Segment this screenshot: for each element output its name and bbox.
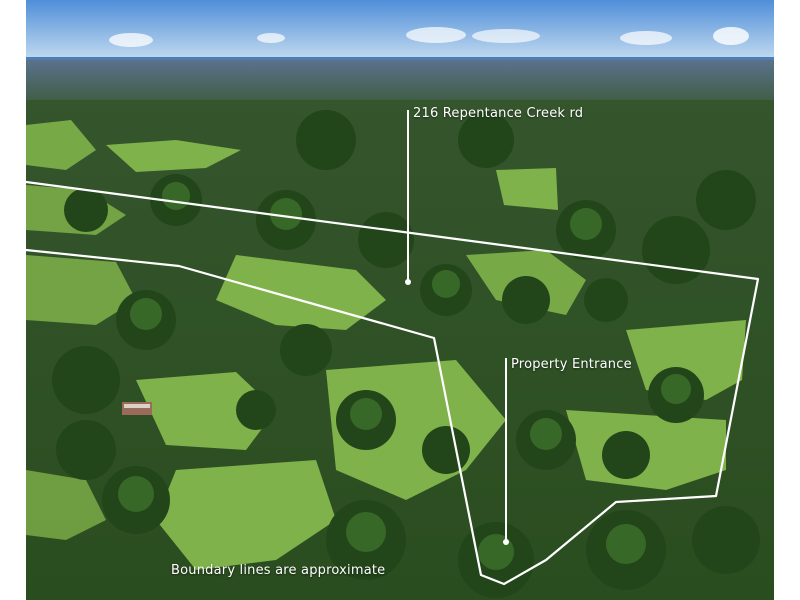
- farm-house: [122, 402, 152, 415]
- address-label: 216 Repentance Creek rd: [413, 106, 584, 121]
- aerial-photo: [26, 0, 774, 600]
- sky: [26, 0, 774, 60]
- entrance-label: Property Entrance: [511, 357, 632, 372]
- tree-highlights: [118, 182, 691, 570]
- boundary-disclaimer: Boundary lines are approximate: [171, 563, 386, 578]
- distant-hills: [26, 58, 774, 108]
- property-boundary: [26, 180, 760, 586]
- aerial-landscape: [26, 0, 774, 600]
